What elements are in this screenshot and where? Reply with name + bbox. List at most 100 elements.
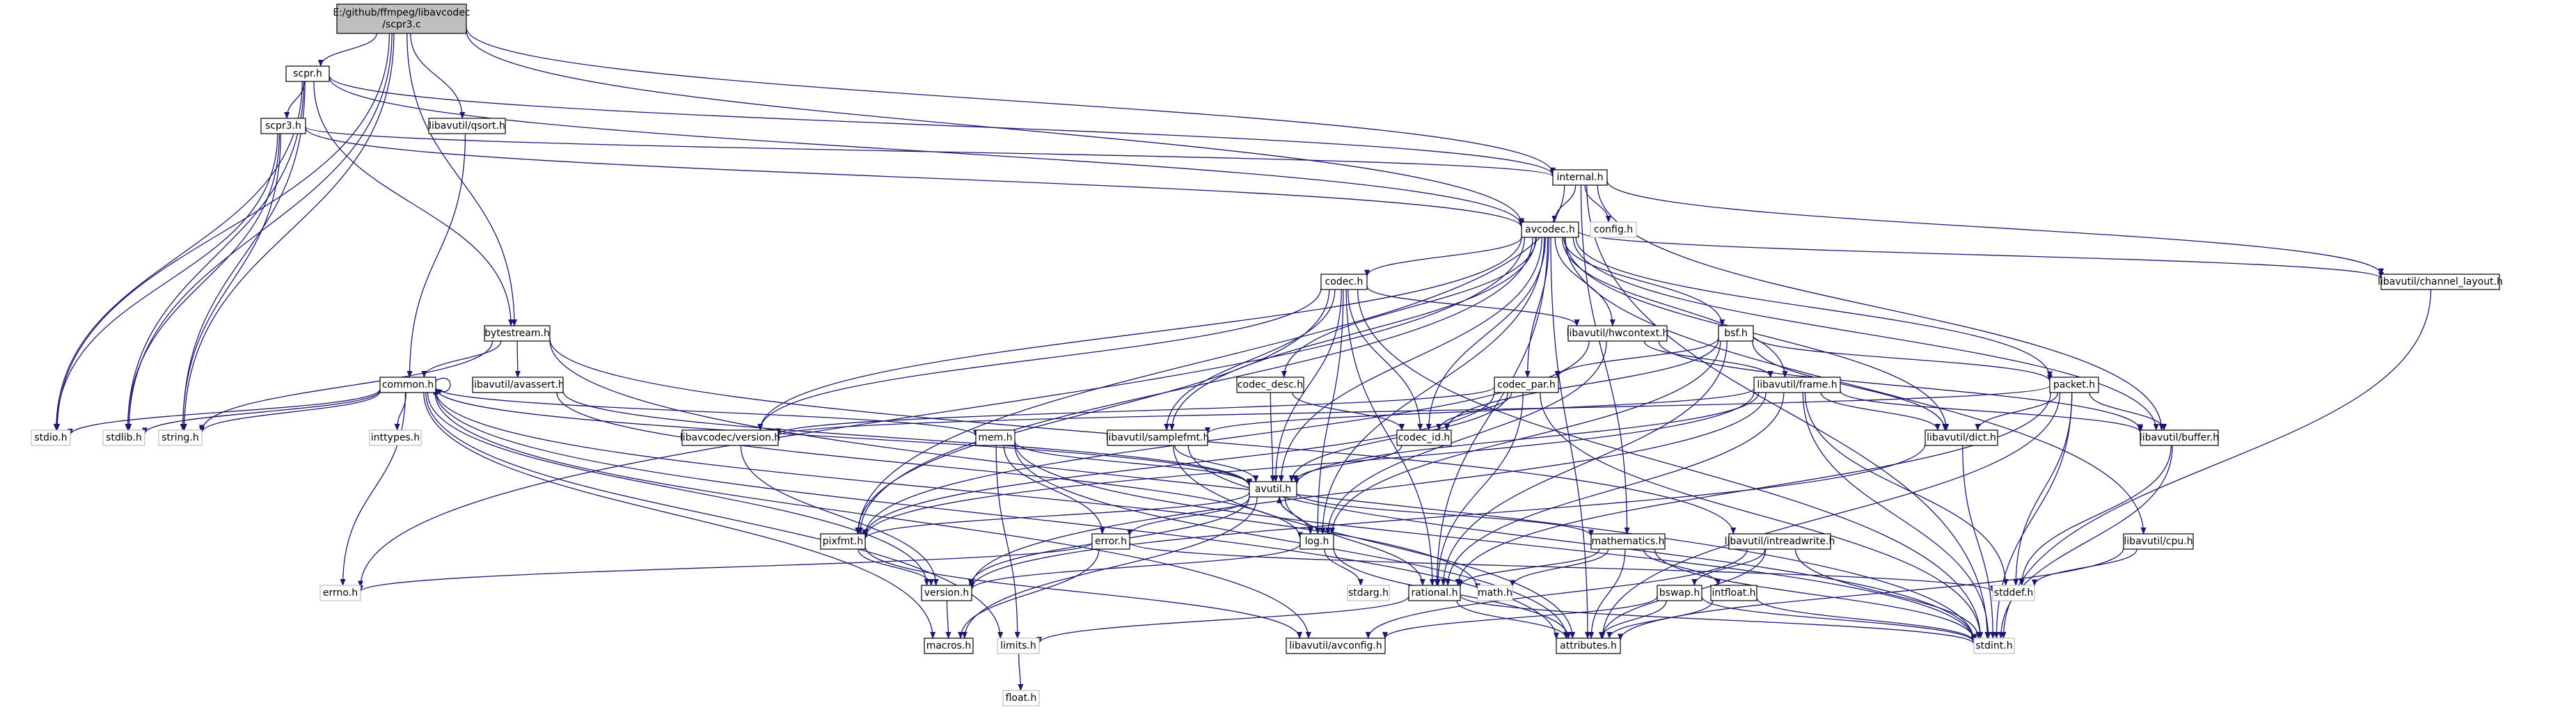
node-mem-h[interactable]: mem.h [975,429,1016,446]
node-box [369,429,422,446]
node-label: limits.h [1000,640,1036,651]
node-label: math.h [1478,587,1512,599]
edge-bsf_h-to-dict_h [1752,340,1948,431]
node-box [2123,533,2194,550]
edge-error_h-to-macros_h [958,548,1100,639]
node-scpr-h[interactable]: scpr.h [285,65,330,82]
edge-bytestream_h-to-avassert_h [514,340,521,378]
node-box [1236,377,1304,393]
node-attributes-h[interactable]: attributes.h [1556,638,1621,654]
node-internal-h[interactable]: internal.h [1552,169,1608,186]
edge-hwcontext_h-to-buffer_h [1658,340,2143,432]
node-lavc-version-h[interactable]: libavcodec/version.h [680,429,780,446]
edge-rational_h-to-limits_h [1036,596,1409,644]
node-box [1494,377,1559,393]
node-box [2380,274,2500,290]
node-label: libavutil/channel_layout.h [2378,276,2503,287]
edge-mathematics_h-to-rational_h [1457,548,1600,587]
node-root[interactable]: E:/github/ffmpeg/libavcodec/scpr3.c [333,3,471,34]
node-label: stdarg.h [1348,587,1389,599]
edge-codec_id_h-to-avutil_h [1293,445,1402,482]
node-dict-h[interactable]: libavutil/dict.h [1925,429,1998,446]
edge-avutil_h-to-error_h [1127,496,1250,537]
node-codec-id-h[interactable]: codec_id.h [1396,429,1452,446]
node-common-h[interactable]: common.h [379,377,436,393]
edge-buffer_h-to-stddef_h [2018,445,2172,586]
edge-avutil_h-to-rational_h [1284,496,1425,586]
edge-log_h-to-avutil_h [1277,496,1311,535]
node-errno-h: errno.h [319,585,361,601]
edge-internal_h-to-mathematics_h [1580,184,1630,535]
edge-intfloat_h-to-stdint_h [1756,597,1977,643]
edge-mathematics_h-to-attributes_h [1588,548,1626,639]
node-avconfig-h[interactable]: libavutil/avconfig.h [1286,638,1386,654]
node-bswap-h[interactable]: bswap.h [1657,585,1702,601]
edge-dict_h-to-version_h [969,443,1926,590]
node-avassert-h[interactable]: libavutil/avassert.h [471,377,564,393]
node-bytestream-h[interactable]: bytestream.h [484,325,551,342]
edge-frame_h-to-stddef_h [1804,392,2009,586]
node-box [921,585,972,601]
node-qsort-h[interactable]: libavutil/qsort.h [428,118,506,134]
node-box [1249,481,1297,498]
node-box [1521,221,1579,238]
node-codec-desc-h[interactable]: codec_desc.h [1236,377,1304,393]
edge-common_h-to-string_h [199,391,381,434]
edge-mathematics_h-to-math_h [1510,548,1609,587]
node-avcodec-h[interactable]: avcodec.h [1521,221,1579,238]
node-box [1567,325,1668,342]
edge-scpr_h-to-stdio_h [53,81,303,431]
node-box [924,638,974,654]
edge-dict_h-to-stdint_h [1962,445,1996,639]
node-label: libavutil/samplefmt.h [1106,432,1210,443]
node-buffer-h[interactable]: libavutil/buffer.h [2140,429,2219,446]
edge-root-to-stdio_h [54,33,390,431]
edge-intreadwrite_h-to-stdint_h [1794,548,1982,639]
node-scpr3-h[interactable]: scpr3.h [260,118,306,134]
edge-common_h-to-macros_h [423,392,936,639]
edge-avutil_h-to-mathematics_h [1296,492,1594,537]
node-label: inttypes.h [371,432,420,443]
node-config-h: config.h [1590,221,1637,238]
node-channel-layout-h[interactable]: libavutil/channel_layout.h [2378,274,2503,290]
node-box [1925,429,1998,446]
node-bsf-h[interactable]: bsf.h [1718,325,1754,342]
node-macros-h[interactable]: macros.h [924,638,974,654]
node-samplefmt-h[interactable]: libavutil/samplefmt.h [1106,429,1210,446]
node-intreadwrite-h[interactable]: libavutil/intreadwrite.h [1725,533,1835,550]
edge-bsf_h-to-rational_h [1440,340,1728,586]
edge-hwcontext_h-to-frame_h [1643,340,1773,378]
node-log-h[interactable]: log.h [1299,533,1334,550]
node-codec-par-h[interactable]: codec_par.h [1494,377,1559,393]
node-label: rational.h [1412,587,1458,599]
node-box [379,377,436,393]
edge-codec_h-to-codec_id_h [1348,289,1423,431]
edge-codec_h-to-stdint_h [1357,289,1984,639]
node-packet-h[interactable]: packet.h [2049,377,2099,393]
node-box [285,65,330,82]
edge-root-to-qsort_h [410,33,466,119]
node-frame-h[interactable]: libavutil/frame.h [1753,377,1841,393]
node-label: E:/github/ffmpeg/libavcodec [333,8,470,19]
node-mathematics-h[interactable]: mathematics.h [1590,533,1666,550]
node-box [31,429,71,446]
node-cpu-h[interactable]: libavutil/cpu.h [2123,533,2194,550]
node-hwcontext-h[interactable]: libavutil/hwcontext.h [1567,325,1669,342]
edge-frame_h-to-dict_h [1820,392,1941,431]
node-intfloat-h[interactable]: intfloat.h [1710,585,1757,601]
node-codec-h[interactable]: codec.h [1320,274,1368,290]
node-math-h: math.h [1477,585,1513,601]
node-avutil-h[interactable]: avutil.h [1249,481,1297,498]
node-box [484,325,551,342]
node-version-h[interactable]: version.h [921,585,972,601]
node-layer: E:/github/ffmpeg/libavcodec/scpr3.c scpr.… [31,3,2503,706]
node-error-h[interactable]: error.h [1091,533,1130,550]
node-limits-h: limits.h [997,638,1040,654]
node-label: avutil.h [1255,484,1291,495]
edge-avcodec_h-to-frame_h [1561,237,1788,378]
node-box [1002,690,1040,706]
node-rational-h[interactable]: rational.h [1408,585,1461,601]
node-pixfmt-h[interactable]: pixfmt.h [820,533,866,550]
edge-avcodec_h-to-channel_layout_h [1578,230,2384,280]
edge-bsf_h-to-packet_h [1753,335,2053,382]
